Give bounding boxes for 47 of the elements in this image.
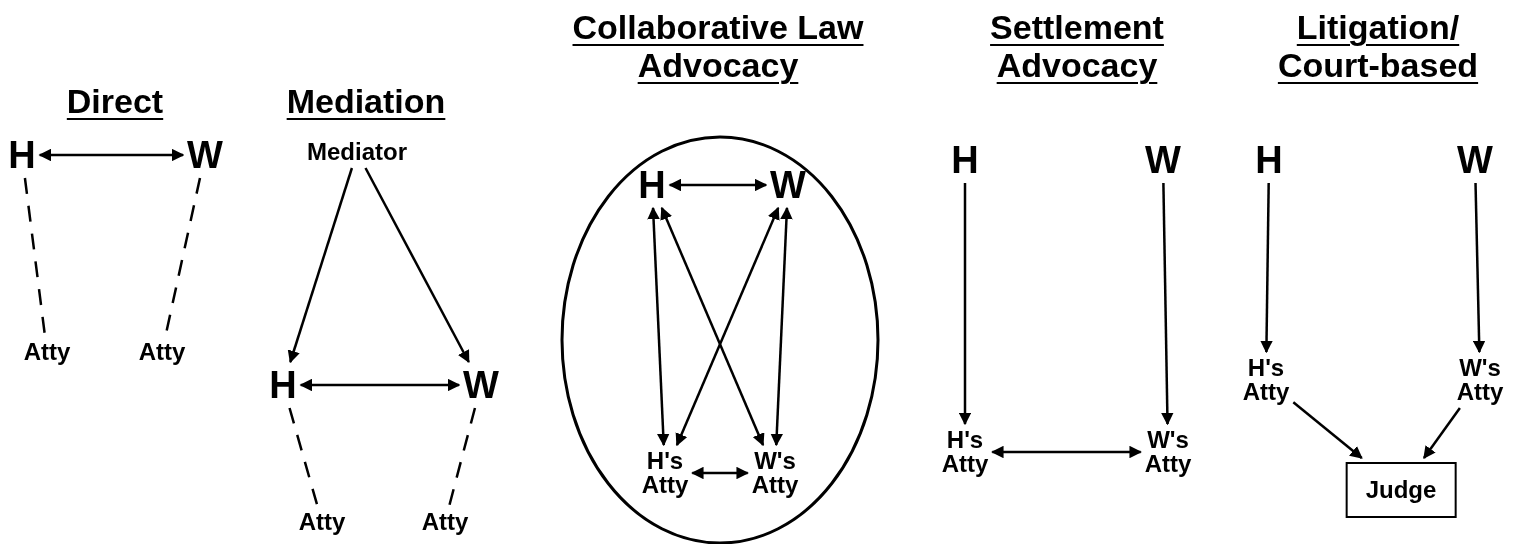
arrow — [958, 183, 972, 426]
text-label: H's Atty — [641, 449, 689, 497]
text-label: H — [8, 136, 36, 174]
text-label: H's Atty — [941, 428, 989, 476]
arrow — [1260, 183, 1273, 354]
dashed-line — [288, 407, 319, 507]
oval-frame — [560, 135, 880, 544]
process-box: Judge — [1345, 462, 1457, 518]
section-heading: Litigation/ Court-based — [1277, 8, 1479, 85]
text-label: Atty — [23, 340, 71, 364]
arrow — [647, 206, 670, 447]
arrow — [364, 167, 470, 364]
arrow — [299, 378, 461, 392]
arrow — [668, 178, 768, 192]
text-label: Atty — [298, 510, 346, 534]
text-label: H — [951, 141, 979, 179]
arrow — [287, 167, 354, 364]
text-label: H — [638, 166, 666, 204]
text-label: W — [463, 366, 499, 404]
arrow — [660, 206, 765, 447]
text-label: H — [1255, 141, 1283, 179]
arrow — [1422, 407, 1461, 459]
arrow — [1161, 182, 1174, 426]
text-label: H — [269, 366, 297, 404]
arrow — [38, 148, 185, 162]
arrow — [1292, 401, 1363, 459]
text-label: Mediator — [307, 140, 407, 164]
arrow — [770, 206, 793, 447]
dashed-line — [448, 407, 477, 507]
arrow — [691, 466, 749, 480]
text-label: H's Atty — [1242, 356, 1290, 404]
text-label: W — [1145, 141, 1181, 179]
section-heading: Collaborative Law Advocacy — [572, 8, 864, 85]
arrow — [1472, 182, 1486, 354]
text-label: W's Atty — [1456, 356, 1504, 404]
section-heading: Direct — [66, 82, 164, 120]
text-label: W — [1457, 141, 1493, 179]
section-heading: Mediation — [286, 82, 446, 120]
text-label: W — [187, 136, 223, 174]
section-heading: Settlement Advocacy — [990, 8, 1164, 85]
text-label: Atty — [421, 510, 469, 534]
text-label: W — [770, 166, 806, 204]
arrow — [991, 445, 1142, 459]
text-label: W's Atty — [751, 449, 799, 497]
text-label: Atty — [138, 340, 186, 364]
text-label: W's Atty — [1144, 428, 1192, 476]
arrow — [675, 206, 780, 447]
